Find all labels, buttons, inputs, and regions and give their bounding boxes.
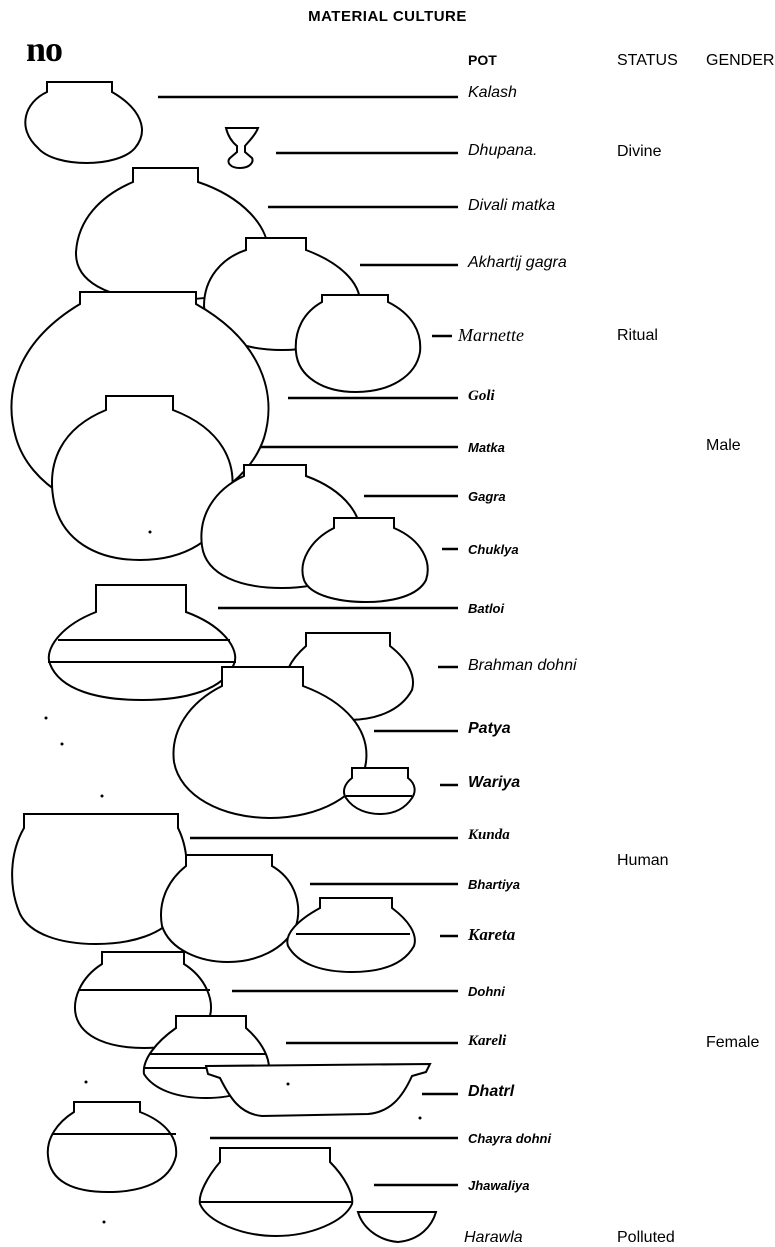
status-human: Human: [617, 852, 669, 869]
pot-column-header: POT: [468, 52, 497, 68]
pot-matka: [51, 395, 234, 562]
pot-label-kareta: Kareta: [468, 925, 516, 944]
pot-label-dhupana: Dhupana.: [468, 142, 538, 159]
pot-label-kunda: Kunda: [468, 827, 510, 843]
status-divine: Divine: [617, 143, 662, 160]
status-column-header: STATUS: [617, 52, 678, 69]
pot-label-goli: Goli: [468, 388, 495, 404]
pot-label-bhartiya: Bhartiya: [468, 877, 521, 892]
speckles: [44, 530, 422, 1224]
gender-column-header: GENDER: [706, 52, 775, 69]
pot-chayra-dohni: [46, 1101, 178, 1194]
pot-dhatrl: [204, 1062, 432, 1118]
pot-label-batloi: Batloi: [468, 601, 505, 616]
status-ritual: Ritual: [617, 327, 658, 344]
pot-bhartiya: [160, 854, 300, 964]
pot-label-wariya: Wariya: [468, 774, 521, 791]
pot-marnette-small: [294, 294, 422, 394]
pot-kunda: [11, 813, 188, 946]
pot-label-brahman-dohni: Brahman dohni: [468, 657, 577, 674]
pot-label-akhartij-gagra: Akhartij gagra: [468, 254, 567, 271]
pot-kalash: [24, 81, 143, 164]
pot-label-jhawaliya: Jhawaliya: [468, 1178, 530, 1193]
pot-label-dhatrl: Dhatrl: [468, 1083, 515, 1100]
pot-label-dohni: Dohni: [468, 984, 505, 999]
pot-wariya: [343, 767, 416, 816]
pot-label-patya: Patya: [468, 720, 511, 737]
pot-label-chayra-dohni: Chayra dohni: [468, 1131, 552, 1146]
pot-label-matka: Matka: [468, 440, 505, 455]
leader-lines: [158, 95, 458, 1187]
pot-label-kareli: Kareli: [468, 1033, 507, 1049]
corner-mark: no: [26, 29, 63, 69]
pot-label-divali-matka: Divali matka: [468, 197, 556, 214]
status-polluted: Polluted: [617, 1229, 675, 1246]
gender-female: Female: [706, 1034, 760, 1051]
pot-jhawaliya: [198, 1147, 354, 1238]
pot-label-chuklya: Chuklya: [468, 542, 519, 557]
pot-chuklya: [301, 517, 429, 604]
pot-batloi: [47, 584, 237, 702]
pot-label-gagra: Gagra: [468, 489, 506, 504]
pot-label-harawla: Harawla: [464, 1229, 523, 1246]
pot-patya: [172, 666, 368, 820]
diagram-title: MATERIAL CULTURE: [308, 8, 467, 25]
pot-dhupana: [224, 127, 260, 170]
pot-label-kalash: Kalash: [468, 84, 517, 101]
pot-harawla: [356, 1211, 438, 1244]
gender-male: Male: [706, 437, 741, 454]
pot-label-marnette: Marnette: [458, 325, 524, 345]
